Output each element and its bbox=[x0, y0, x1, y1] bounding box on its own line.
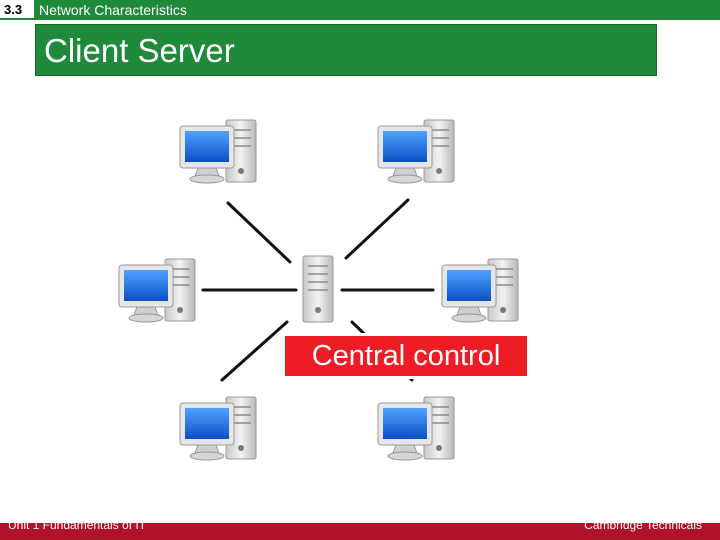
client-computer-icon bbox=[377, 396, 455, 461]
slide-title-box: Client Server bbox=[35, 24, 657, 76]
central-control-label-fill: Central control bbox=[284, 335, 528, 377]
link-client-1 bbox=[226, 201, 292, 264]
footer-bar: Unit 1 Fundamentals of IT Cambridge Tech… bbox=[0, 523, 720, 540]
link-client-2 bbox=[344, 198, 410, 260]
server-icon bbox=[302, 255, 334, 323]
header-bar: 3.3 Network Characteristics bbox=[0, 0, 720, 20]
client-computer-icon bbox=[179, 396, 257, 461]
section-number: 3.3 bbox=[0, 0, 34, 20]
client-computer-icon bbox=[118, 258, 196, 323]
client-computer-icon bbox=[441, 258, 519, 323]
central-control-label: Central control bbox=[311, 339, 501, 372]
footer-brand-text: Cambridge Technicals bbox=[584, 523, 702, 532]
link-client-5 bbox=[220, 320, 289, 382]
client-computer-icon bbox=[179, 119, 257, 184]
section-title: Network Characteristics bbox=[39, 2, 187, 18]
central-control-label-box: Central control bbox=[282, 333, 530, 379]
footer-unit-text: Unit 1 Fundamentals of IT bbox=[8, 523, 147, 532]
slide-title: Client Server bbox=[44, 32, 235, 69]
client-computer-icon bbox=[377, 119, 455, 184]
